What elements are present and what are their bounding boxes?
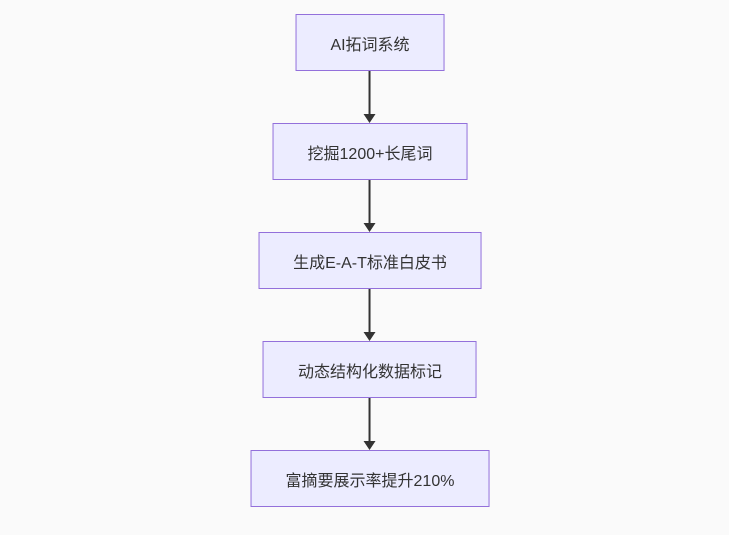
arrow-line bbox=[369, 180, 371, 223]
arrow-connector-3 bbox=[364, 289, 376, 341]
arrow-connector-2 bbox=[364, 180, 376, 232]
flow-node-ai-word-system: AI拓词系统 bbox=[295, 14, 445, 71]
flowchart: AI拓词系统 挖掘1200+长尾词 生成E-A-T标准白皮书 动态结构化数据标记 bbox=[250, 14, 490, 507]
arrow-connector-4 bbox=[364, 398, 376, 450]
arrow-head-icon bbox=[364, 332, 376, 341]
flow-node-label: 挖掘1200+长尾词 bbox=[307, 145, 433, 163]
arrow-line bbox=[369, 71, 371, 114]
flow-node-label: AI拓词系统 bbox=[330, 36, 410, 54]
flow-node-label: 富摘要展示率提升210% bbox=[285, 472, 455, 490]
flow-node-label: 生成E-A-T标准白皮书 bbox=[293, 254, 447, 272]
flow-node-structured-data: 动态结构化数据标记 bbox=[262, 341, 477, 398]
arrow-connector-1 bbox=[364, 71, 376, 123]
arrow-head-icon bbox=[364, 114, 376, 123]
flow-node-rich-snippet-result: 富摘要展示率提升210% bbox=[250, 450, 490, 507]
arrow-line bbox=[369, 398, 371, 441]
arrow-head-icon bbox=[364, 223, 376, 232]
flow-node-eat-whitepaper: 生成E-A-T标准白皮书 bbox=[258, 232, 482, 289]
arrow-line bbox=[369, 289, 371, 332]
flow-node-label: 动态结构化数据标记 bbox=[297, 363, 442, 381]
flow-node-longtail-keywords: 挖掘1200+长尾词 bbox=[272, 123, 468, 180]
arrow-head-icon bbox=[364, 441, 376, 450]
